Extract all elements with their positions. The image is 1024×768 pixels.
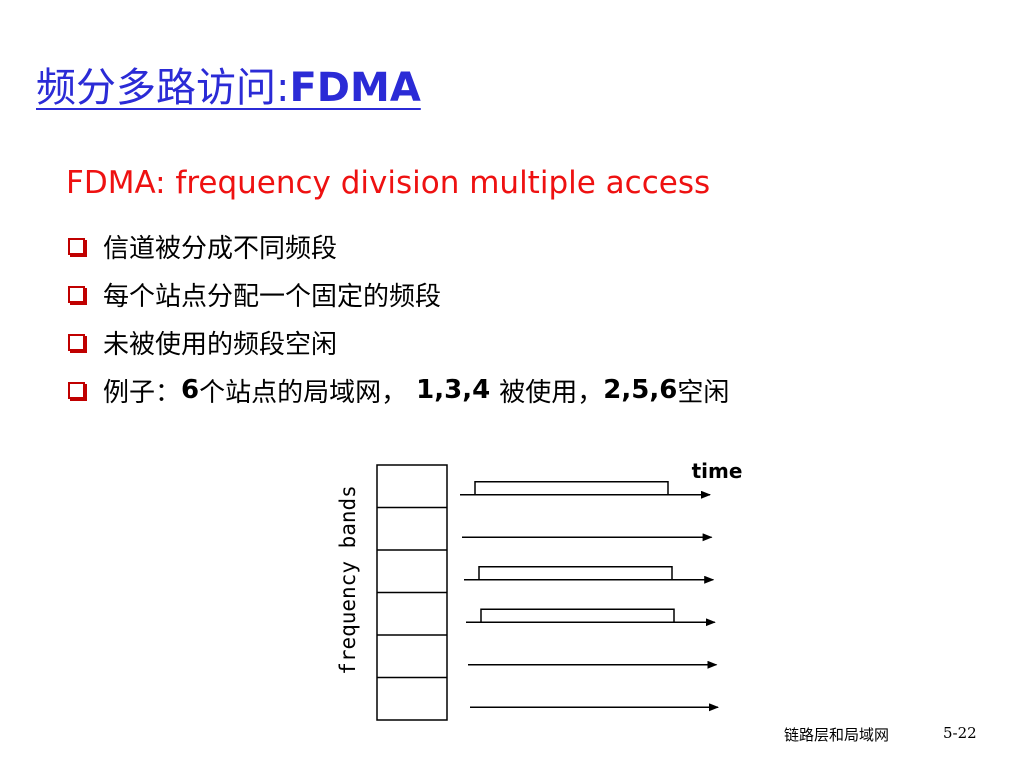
time-axis-label: time: [692, 459, 743, 483]
bullet-item: 未被使用的频段空闲: [68, 318, 729, 366]
bullet-text: 个站点的局域网，: [199, 377, 408, 408]
frequency-axis-label: frequency bands: [336, 485, 360, 675]
frequency-band-table: [376, 464, 448, 721]
band-3-transmission: [478, 566, 673, 581]
bullet-text: 未被使用的频段空闲: [103, 329, 338, 360]
bullet-box-icon: [68, 333, 85, 351]
slide-title-cn: 频分多路访问:: [36, 65, 290, 111]
bullet-item: 信道被分成不同频段: [68, 222, 729, 270]
bullet-text: 每个站点分配一个固定的频段: [103, 281, 442, 312]
bullet-box-icon: [68, 381, 85, 399]
slide-title-en: FDMA: [289, 65, 421, 111]
footer-page-number: 5-22: [943, 724, 977, 742]
bullet-box-icon: [68, 285, 85, 303]
bullet-text: 信道被分成不同频段: [103, 233, 338, 264]
bullet-text: 空闲: [677, 377, 730, 408]
slide-subtitle: FDMA: frequency division multiple access: [66, 165, 711, 201]
footer-chapter: 链路层和局域网: [784, 726, 890, 744]
band-1-transmission: [474, 481, 669, 496]
bullet-text: 被使用，: [499, 377, 604, 408]
bullet-text-bold: 6: [181, 375, 200, 405]
bullet-text: 例子：: [103, 377, 182, 408]
bullet-box-icon: [68, 237, 85, 255]
slide-title: 频分多路访问:FDMA: [36, 62, 421, 114]
bullet-text-bold: 1,3,4: [407, 375, 500, 405]
bullet-text-bold: 2,5,6: [603, 375, 678, 405]
band-timelines: [460, 481, 719, 712]
bullet-item: 每个站点分配一个固定的频段: [68, 270, 729, 318]
band-4-transmission: [480, 608, 675, 623]
